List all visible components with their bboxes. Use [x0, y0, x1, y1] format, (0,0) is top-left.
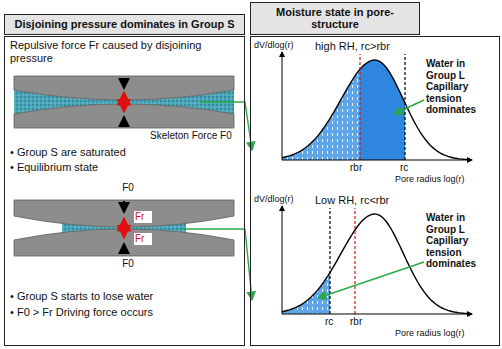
radius-label: rbr	[350, 162, 372, 174]
rbr-line	[359, 54, 360, 160]
bullet-note: • F0 > Fr Driving force occurs	[10, 306, 240, 319]
rbr-line	[354, 208, 355, 314]
bullet-note: • Equilibrium state	[10, 161, 235, 174]
rc-line	[329, 208, 330, 314]
water-note: Water in Group L Capillary tension domin…	[426, 212, 496, 270]
water-fill	[282, 69, 360, 160]
radius-label: rbr	[350, 316, 372, 328]
saturated-panel: Repulsive force Fr caused by disjoining …	[4, 36, 245, 180]
panel-heading: Disjoining pressure dominates in Group S	[4, 14, 245, 35]
axis-label: dV/dlog(r)	[254, 40, 314, 50]
chart-title: Low RH, rc<rbr	[315, 194, 445, 207]
axis-label: Pore radius log(r)	[395, 174, 495, 184]
force-note: Repulsive force Fr caused by disjoining …	[10, 39, 235, 64]
force-label: Fr	[134, 211, 152, 223]
force-label: F0	[116, 182, 140, 194]
water-note: Water in Group L Capillary tension domin…	[426, 58, 496, 116]
axis-label: dV/dlog(r)	[254, 194, 314, 204]
radius-label: rc	[400, 162, 416, 174]
left-panel: Disjoining pressure dominates in Group S…	[4, 36, 245, 346]
radius-label: rc	[325, 316, 341, 328]
panel-heading: Moisture state in pore-structure	[250, 2, 420, 35]
chart-low-rh: dV/dlog(r)Low RH, rc<rbrWater in Group L…	[252, 192, 498, 344]
axis-label: Pore radius log(r)	[395, 328, 495, 338]
drying-panel: F0FrFrF0• Group S starts to lose water• …	[4, 180, 245, 346]
rc-line	[404, 54, 405, 160]
force-label: F0	[116, 258, 140, 270]
water-fill	[282, 273, 330, 315]
force-label: Fr	[134, 233, 152, 245]
chart-title: high RH, rc>rbr	[315, 40, 445, 53]
bullet-note: • Group S are saturated	[10, 146, 235, 159]
force-label: Skeleton Force F0	[150, 130, 242, 142]
bullet-note: • Group S starts to lose water	[10, 290, 240, 303]
water-fill	[282, 273, 330, 315]
right-panel: Moisture state in pore-structuredV/dlog(…	[250, 36, 500, 346]
chart-high-rh: dV/dlog(r)high RH, rc>rbrWater in Group …	[252, 38, 498, 188]
water-fill	[282, 60, 405, 160]
